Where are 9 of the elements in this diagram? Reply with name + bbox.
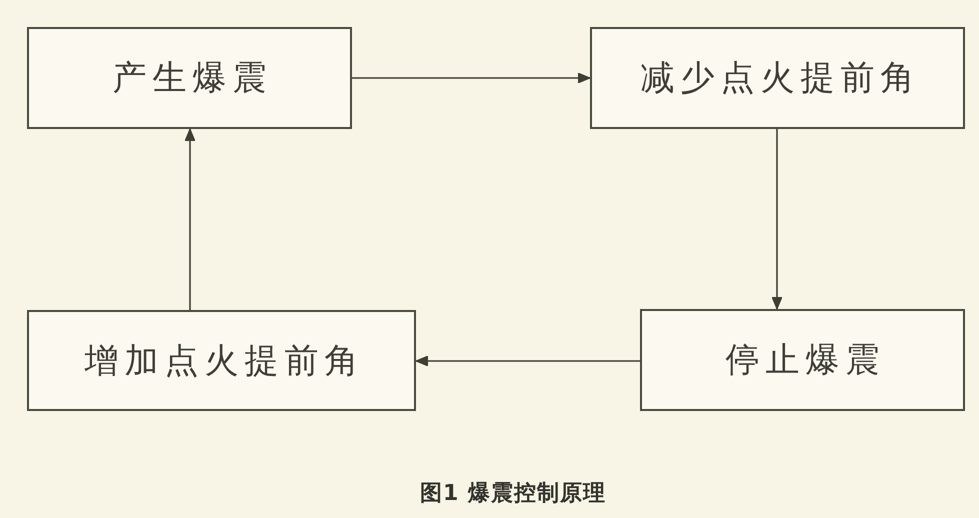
- arrow: [352, 72, 590, 84]
- process-box: 产生爆震: [27, 27, 352, 129]
- caption: 图1 爆震控制原理: [420, 480, 606, 508]
- arrow: [184, 128, 196, 310]
- process-box: 减少点火提前角: [590, 27, 965, 129]
- arrow: [416, 356, 640, 366]
- arrow: [772, 129, 782, 310]
- process-box: 增加点火提前角: [27, 310, 416, 411]
- process-box: 停止爆震: [640, 309, 965, 411]
